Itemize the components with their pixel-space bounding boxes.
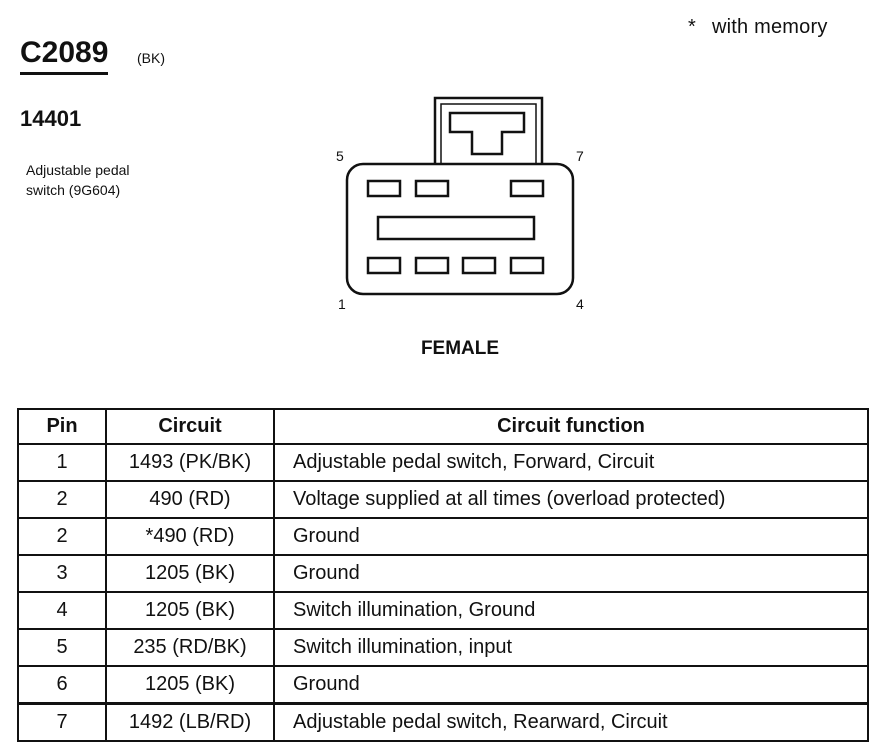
function-cell: Switch illumination, input xyxy=(273,628,869,667)
pin-cell: 5 xyxy=(17,628,107,667)
table-row: 2 *490 (RD) Ground xyxy=(17,517,869,556)
memory-footnote: * with memory xyxy=(688,16,828,39)
circuit-cell: 1205 (BK) xyxy=(105,554,275,593)
footnote-text: with memory xyxy=(711,16,828,38)
connector-drawing xyxy=(345,96,575,296)
circuit-cell: 1205 (BK) xyxy=(105,665,275,705)
cavity-6 xyxy=(414,179,450,198)
latch-tab xyxy=(448,111,526,156)
cavity-1 xyxy=(366,256,402,275)
circuit-cell: 490 (RD) xyxy=(105,480,275,519)
circuit-cell: 235 (RD/BK) xyxy=(105,628,275,667)
pin-label-1: 1 xyxy=(338,296,346,312)
function-cell: Voltage supplied at all times (overload … xyxy=(273,480,869,519)
header-function: Circuit function xyxy=(273,408,869,445)
pin-label-5: 5 xyxy=(336,148,344,164)
pin-cell: 1 xyxy=(17,443,107,482)
component-description-line1: Adjustable pedal xyxy=(26,162,130,178)
pin-cell: 3 xyxy=(17,554,107,593)
table-header-row: Pin Circuit Circuit function xyxy=(17,408,869,445)
pin-cell: 2 xyxy=(17,517,107,556)
pin-cell: 6 xyxy=(17,665,107,705)
table-row: 6 1205 (BK) Ground xyxy=(17,665,869,705)
cavity-4 xyxy=(509,256,545,275)
pin-cell: 7 xyxy=(17,702,107,742)
cavity-2 xyxy=(414,256,450,275)
table-row: 5 235 (RD/BK) Switch illumination, input xyxy=(17,628,869,667)
footnote-asterisk: * xyxy=(688,16,696,38)
view-label: FEMALE xyxy=(420,338,500,359)
component-description-line2: switch (9G604) xyxy=(26,182,121,198)
cavity-7 xyxy=(509,179,545,198)
function-cell: Ground xyxy=(273,517,869,556)
part-number: 14401 xyxy=(20,106,82,131)
table-row: 4 1205 (BK) Switch illumination, Ground xyxy=(17,591,869,630)
function-cell: Ground xyxy=(273,665,869,705)
function-cell: Switch illumination, Ground xyxy=(273,591,869,630)
pin-cell: 4 xyxy=(17,591,107,630)
cavity-5 xyxy=(366,179,402,198)
circuit-cell: 1492 (LB/RD) xyxy=(105,702,275,742)
component-description: Adjustable pedal switch (9G604) xyxy=(26,160,186,200)
circuit-cell: *490 (RD) xyxy=(105,517,275,556)
pin-label-4: 4 xyxy=(576,296,584,312)
header-pin: Pin xyxy=(17,408,107,445)
table-row: 2 490 (RD) Voltage supplied at all times… xyxy=(17,480,869,519)
circuit-cell: 1493 (PK/BK) xyxy=(105,443,275,482)
connector-face-diagram: 5 7 1 4 xyxy=(330,90,600,320)
function-cell: Adjustable pedal switch, Forward, Circui… xyxy=(273,443,869,482)
cavity-3 xyxy=(461,256,497,275)
function-cell: Ground xyxy=(273,554,869,593)
pin-label-7: 7 xyxy=(576,148,584,164)
connector-id: C2089 xyxy=(20,36,109,75)
table-row: 3 1205 (BK) Ground xyxy=(17,554,869,593)
table-row: 1 1493 (PK/BK) Adjustable pedal switch, … xyxy=(17,443,869,482)
pin-cell: 2 xyxy=(17,480,107,519)
function-cell: Adjustable pedal switch, Rearward, Circu… xyxy=(273,702,869,742)
latch-housing xyxy=(433,96,544,164)
table-row: 7 1492 (LB/RD) Adjustable pedal switch, … xyxy=(17,702,869,742)
header-circuit: Circuit xyxy=(105,408,275,445)
center-slot xyxy=(376,215,536,241)
pinout-table: Pin Circuit Circuit function 1 1493 (PK/… xyxy=(17,408,869,742)
connector-color: (BK) xyxy=(137,50,165,66)
connector-body xyxy=(345,162,575,296)
circuit-cell: 1205 (BK) xyxy=(105,591,275,630)
